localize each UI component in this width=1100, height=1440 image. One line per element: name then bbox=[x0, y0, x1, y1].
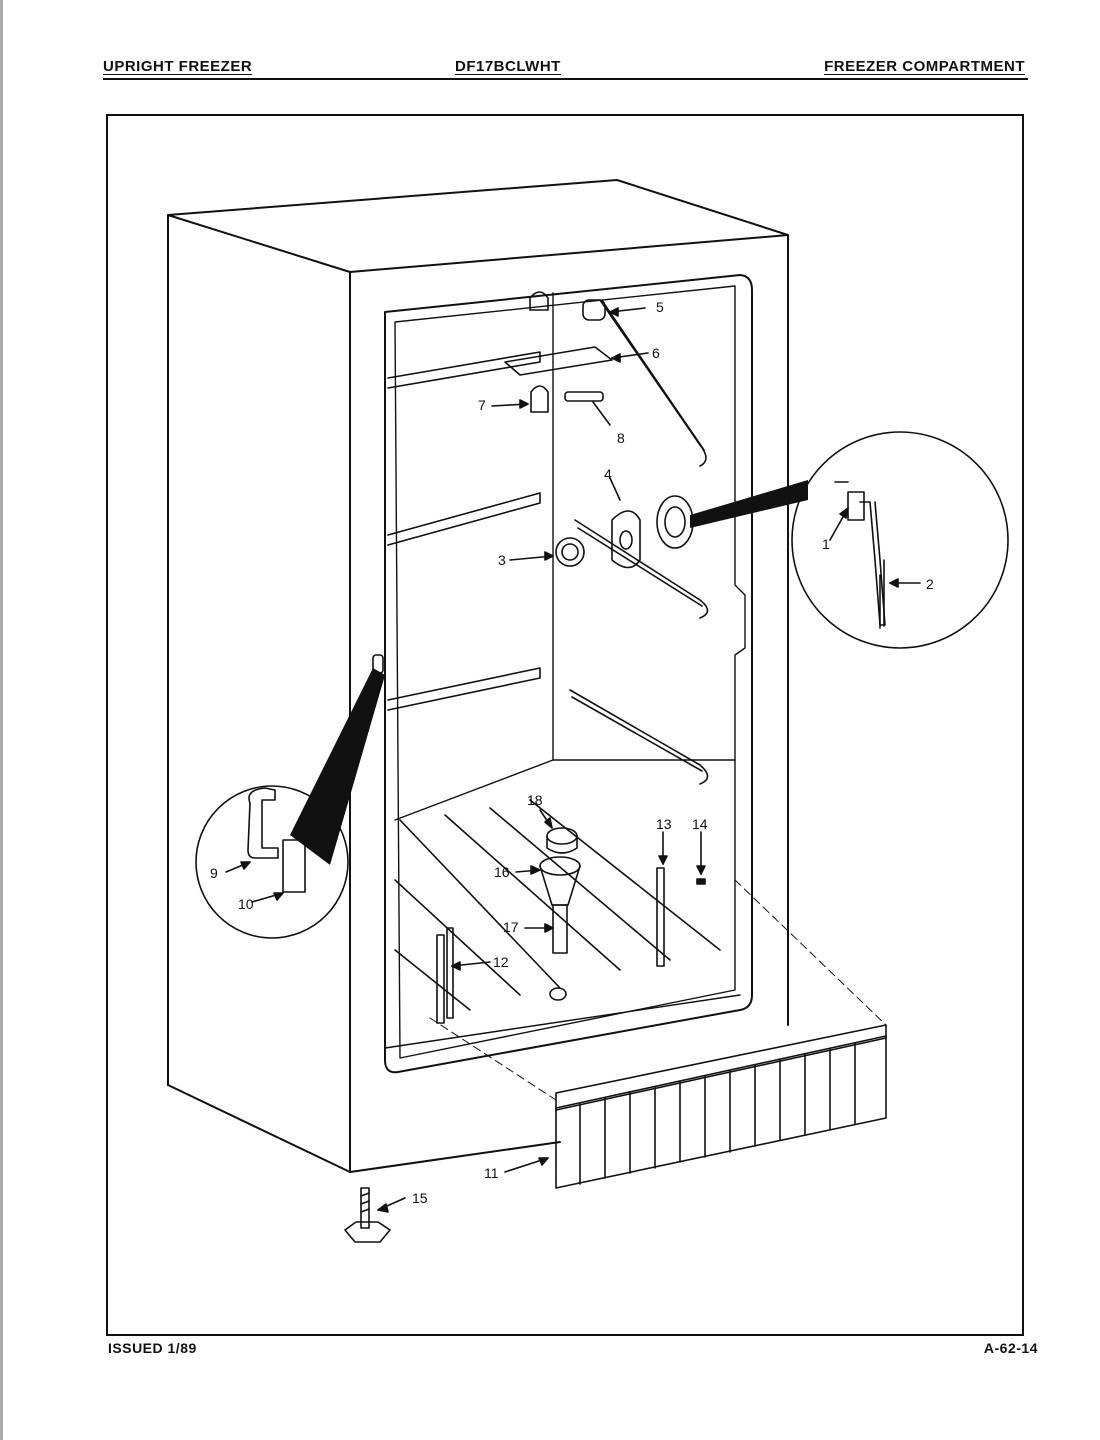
hinge-cover-detail bbox=[195, 654, 385, 939]
callout-11: 11 bbox=[484, 1165, 499, 1181]
part-6-bracket bbox=[504, 346, 649, 376]
drain-assembly bbox=[515, 809, 581, 1001]
callout-9: 9 bbox=[210, 865, 218, 881]
callout-labels: 1 2 3 4 5 6 7 8 9 10 11 12 13 14 15 16 1… bbox=[210, 299, 934, 1206]
part-8-switch bbox=[564, 391, 611, 426]
callout-3: 3 bbox=[498, 552, 506, 568]
part-5-clip bbox=[582, 299, 646, 321]
part-12-brackets bbox=[436, 927, 491, 1024]
callout-4: 4 bbox=[604, 466, 612, 482]
callout-6: 6 bbox=[652, 345, 660, 361]
part-15-leveling-leg bbox=[344, 1187, 406, 1243]
freezer-cabinet bbox=[167, 179, 789, 1173]
callout-8: 8 bbox=[617, 430, 625, 446]
callout-2: 2 bbox=[926, 576, 934, 592]
footer-page-code: A-62-14 bbox=[983, 1340, 1038, 1356]
callout-16: 16 bbox=[494, 864, 510, 880]
part-4-plate bbox=[609, 477, 641, 569]
left-shelf-rails bbox=[387, 351, 541, 711]
floor-wire-shelf bbox=[394, 799, 721, 1011]
footer-issue-date: ISSUED 1/89 bbox=[108, 1340, 197, 1356]
part-11-grille bbox=[429, 879, 887, 1189]
callout-15: 15 bbox=[412, 1190, 428, 1206]
header-model-number: DF17BCLWHT bbox=[455, 58, 561, 75]
callout-5: 5 bbox=[656, 299, 664, 315]
callout-17: 17 bbox=[503, 919, 519, 935]
callout-10: 10 bbox=[238, 896, 254, 912]
part-13-bracket bbox=[656, 831, 668, 967]
callout-7: 7 bbox=[478, 397, 486, 413]
part-7-lamp bbox=[491, 291, 549, 413]
header-rule bbox=[103, 78, 1028, 80]
callout-13: 13 bbox=[656, 816, 672, 832]
right-shelf-rails bbox=[569, 299, 709, 785]
header-model-type: UPRIGHT FREEZER bbox=[103, 58, 253, 75]
callout-1: 1 bbox=[822, 536, 830, 552]
callout-14: 14 bbox=[692, 816, 708, 832]
part-3-knob bbox=[509, 537, 585, 567]
header-section-title: FREEZER COMPARTMENT bbox=[824, 58, 1025, 75]
callout-12: 12 bbox=[493, 954, 509, 970]
diagram-frame bbox=[106, 114, 1024, 1336]
part-14-screw bbox=[696, 831, 706, 885]
scan-edge bbox=[0, 0, 3, 1440]
callout-18: 18 bbox=[527, 792, 543, 808]
thermostat-detail bbox=[656, 431, 1009, 649]
